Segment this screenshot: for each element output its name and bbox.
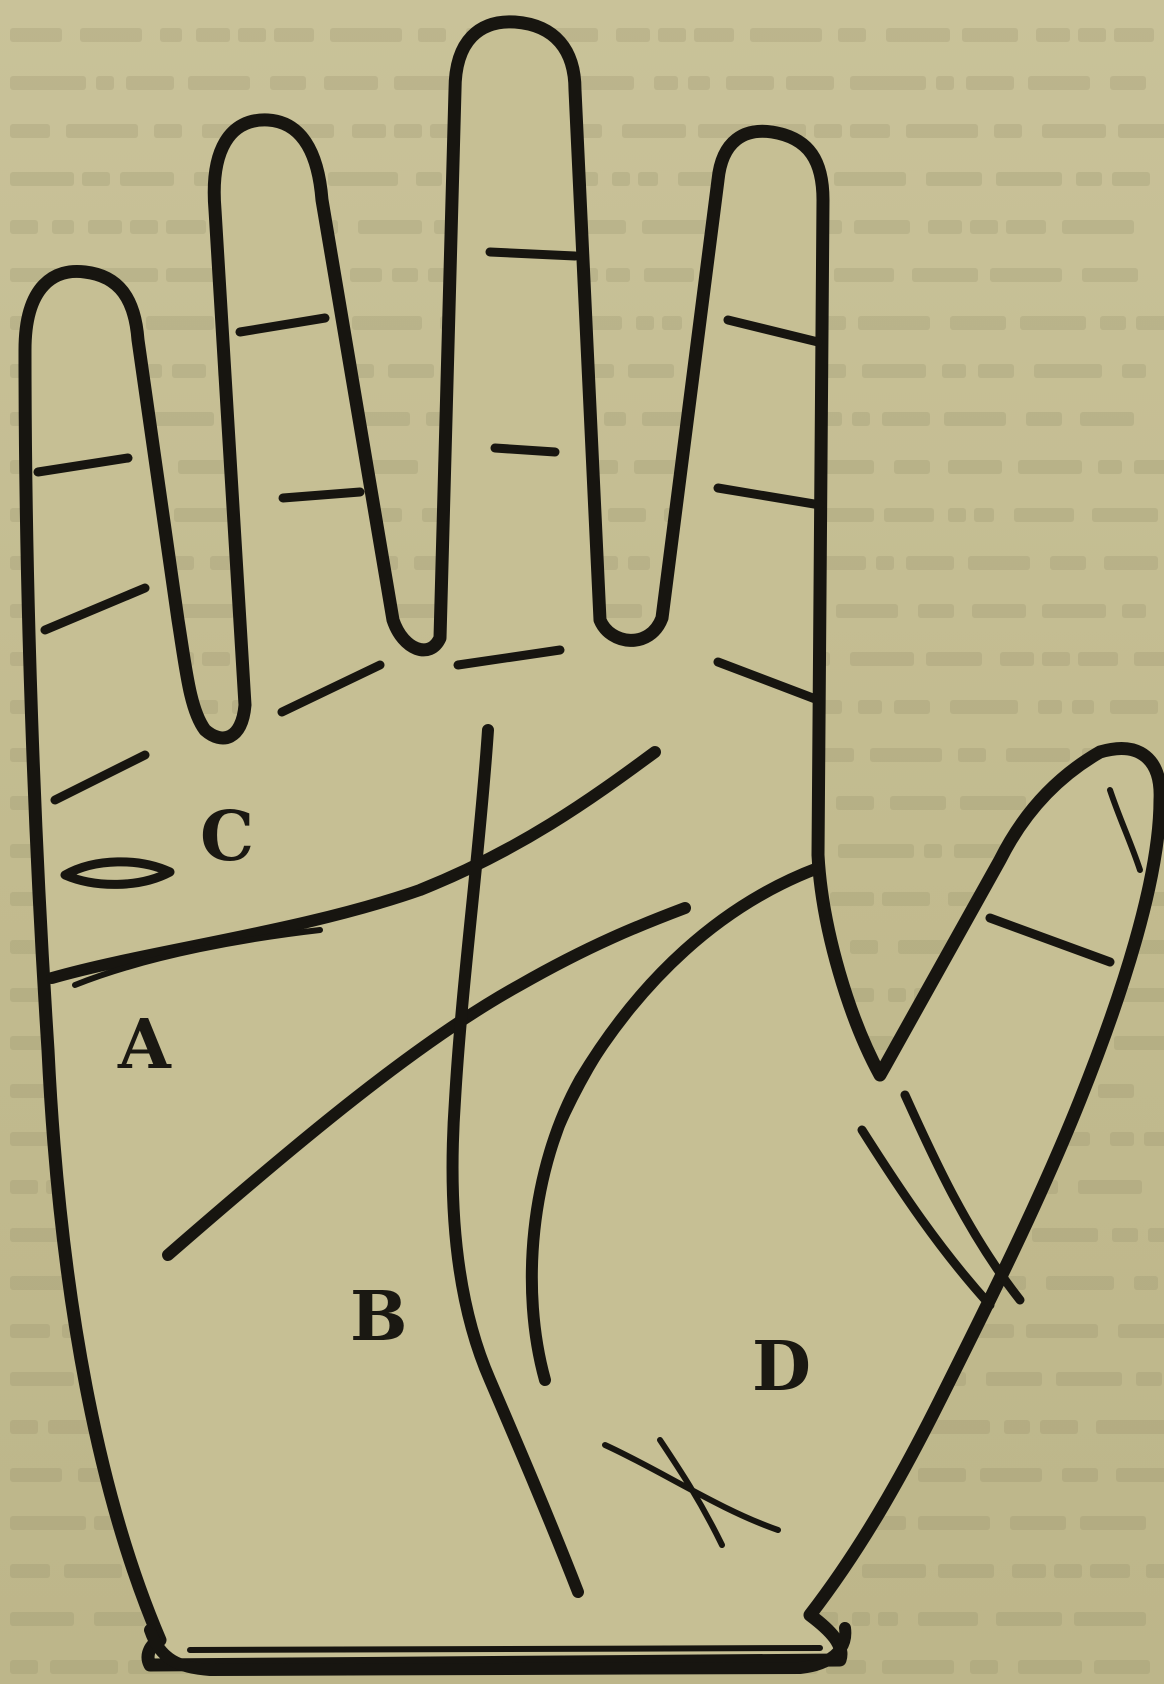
ring-finger-crease-2 [283, 492, 360, 498]
label-c: C [200, 797, 254, 877]
middle-finger-crease-2 [495, 448, 555, 452]
label-d: D [752, 1327, 811, 1407]
wrist-band-inner [190, 1648, 820, 1650]
label-a: A [117, 1005, 172, 1085]
hand-outline [25, 22, 1160, 1665]
label-b: B [350, 1277, 407, 1357]
middle-finger-crease-1 [490, 252, 575, 256]
